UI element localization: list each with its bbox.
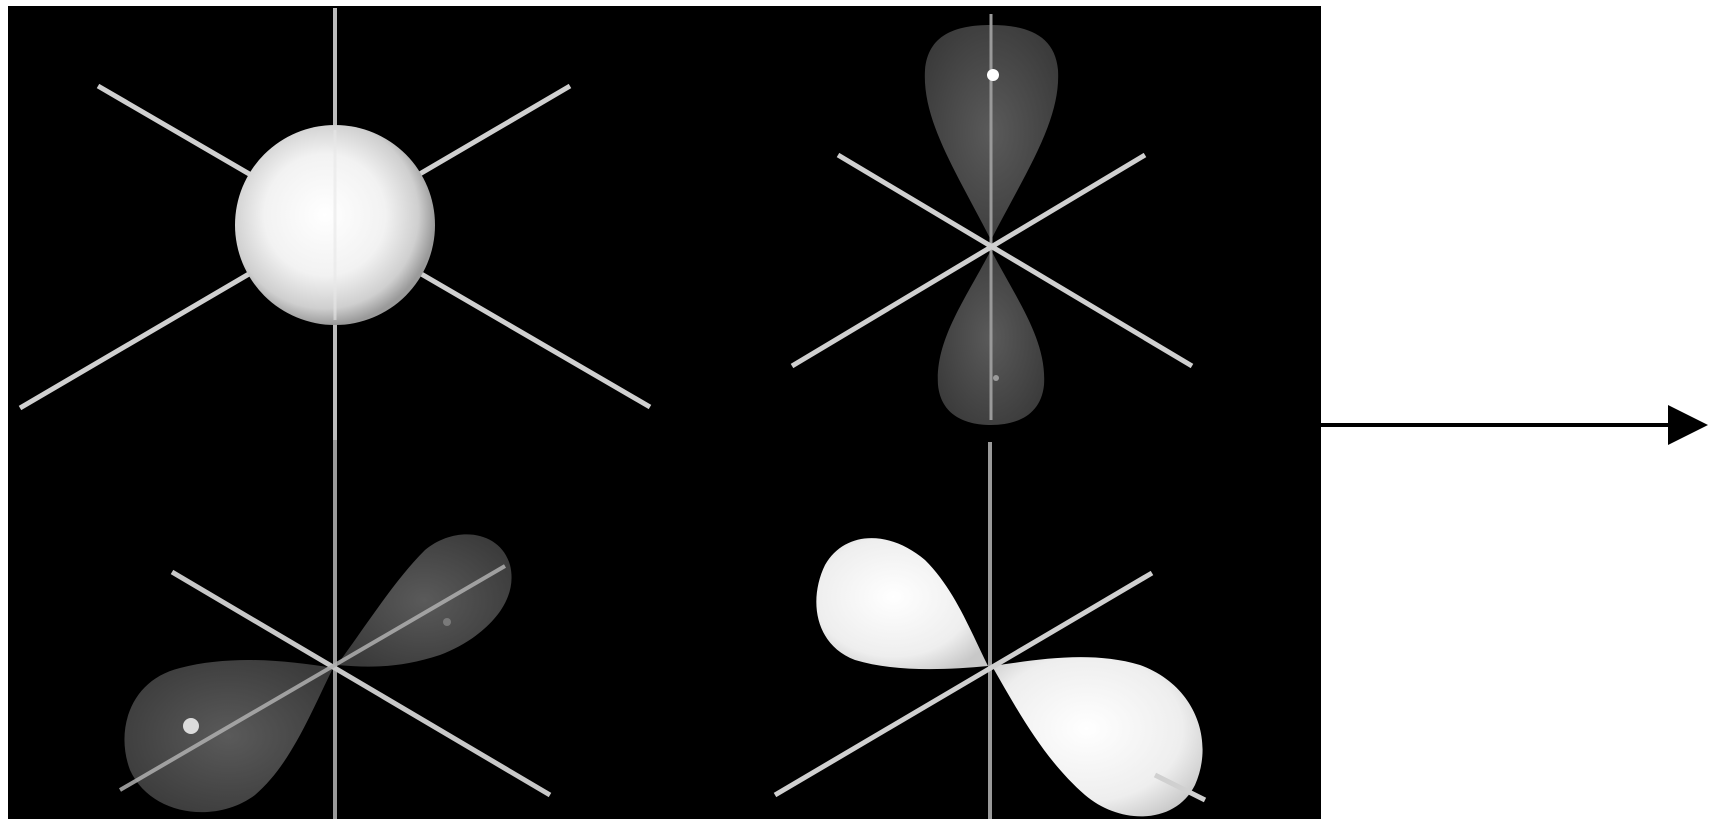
orbital-top-left-sphere [18,8,652,819]
axis-diagonal-a [170,569,552,798]
axis-diagonal-a [836,152,1194,369]
highlight-dot [183,718,199,734]
axis-diagonal-b [790,152,1147,369]
highlight-dot [993,375,999,381]
axis-diagonal-b [118,564,507,792]
upper-left-lobe [816,538,988,670]
orbital-bottom-right-diagonal [773,442,1207,819]
highlight-dot [443,618,451,626]
orbital-bottom-left-diagonal [118,440,552,819]
orbital-top-right-vertical [790,14,1194,425]
axis-diagonal-a [773,570,1154,798]
highlight-dot [987,69,999,81]
lower-right-lobe [992,657,1203,817]
axis-diagonal-b [1153,772,1207,803]
upper-right-lobe [337,534,512,667]
